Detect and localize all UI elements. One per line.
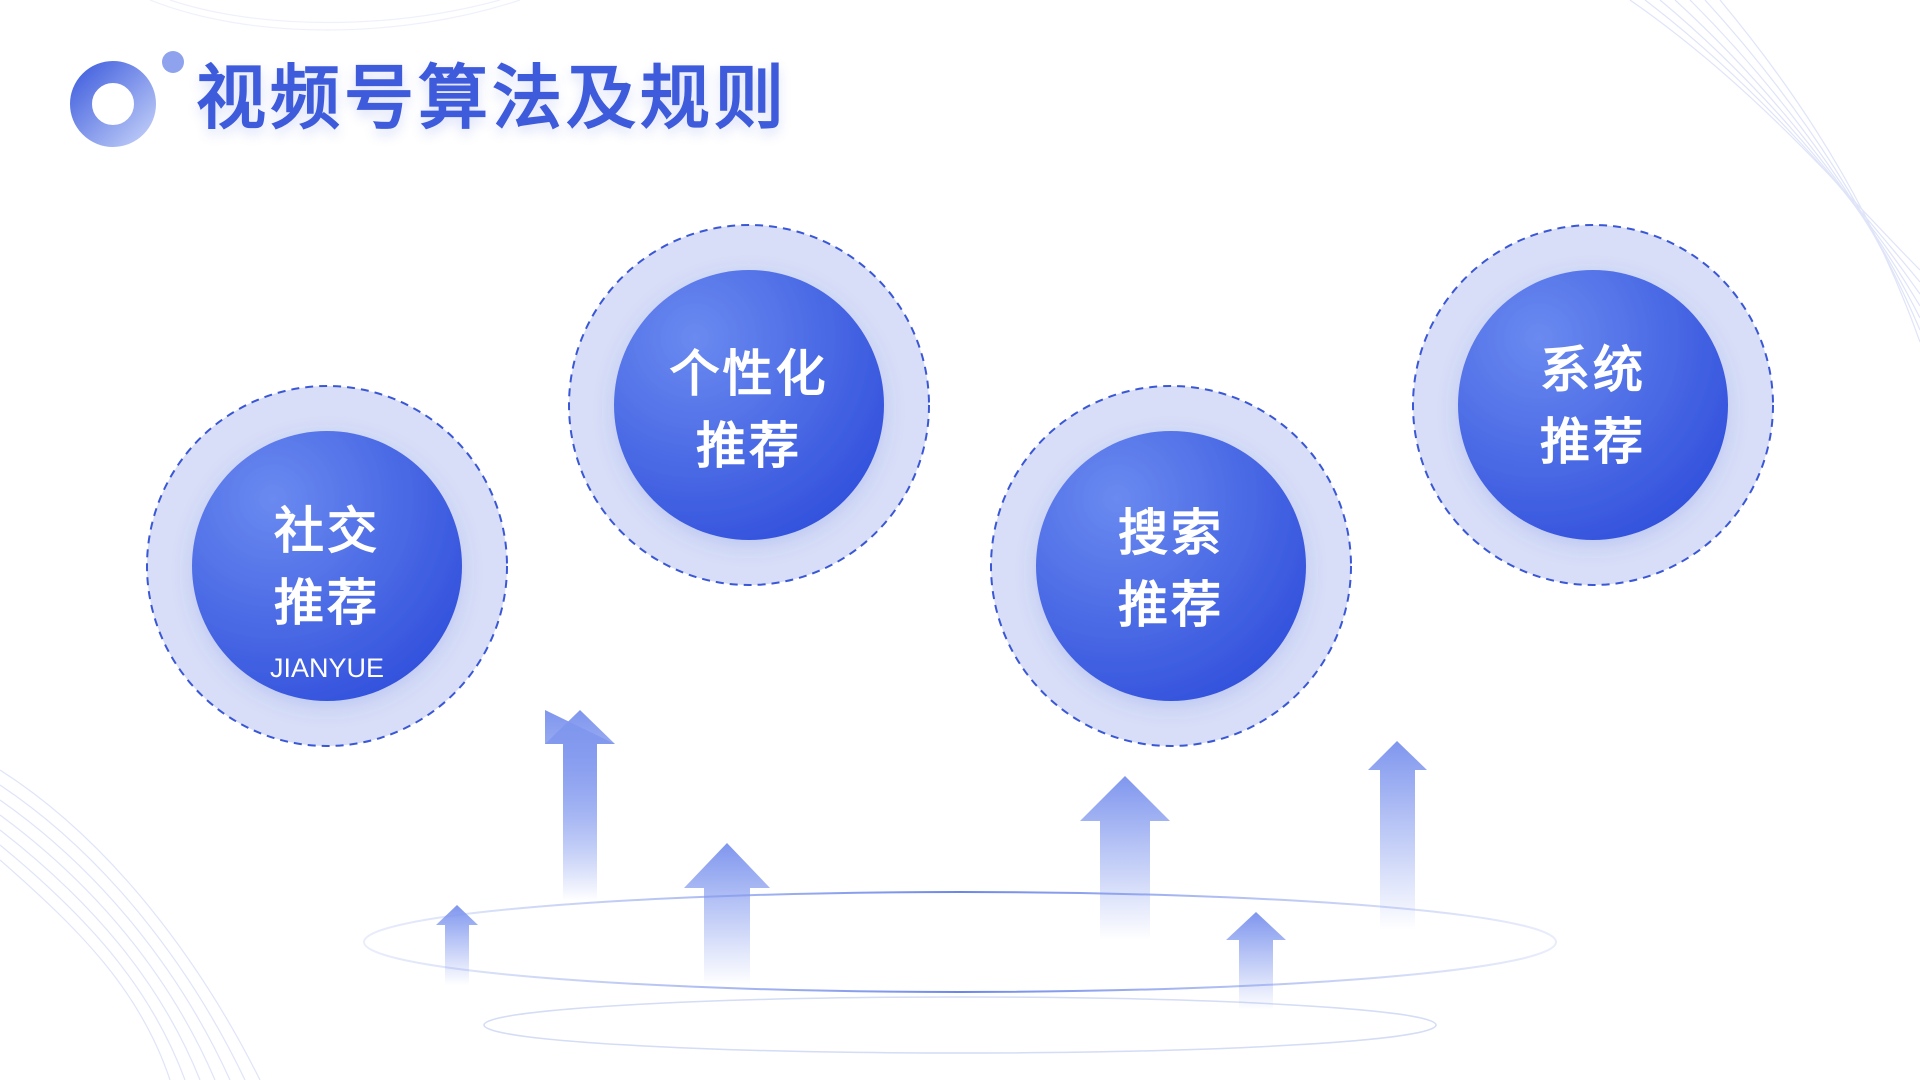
node-search-label: 搜索 推荐 <box>1071 497 1271 641</box>
node-personalized-line1: 个性化 <box>669 345 829 403</box>
node-system-label: 系统 推荐 <box>1493 334 1693 478</box>
node-search-line2: 推荐 <box>1118 576 1224 634</box>
node-system-line2: 推荐 <box>1540 413 1646 471</box>
logo-ring-icon <box>70 51 184 147</box>
arrow-up-icon <box>1080 776 1170 940</box>
node-system <box>1412 224 1774 586</box>
arrow-up-icon <box>1226 912 1286 1010</box>
ground-ellipse-inner <box>483 996 1437 1054</box>
node-personalized-line2: 推荐 <box>696 417 802 475</box>
arrow-up-icon <box>545 710 615 900</box>
node-system-line1: 系统 <box>1540 341 1646 399</box>
decor-lines-top-right <box>1629 0 1920 343</box>
node-personalized-label: 个性化 推荐 <box>629 338 869 482</box>
node-social-sub: JIANYUE <box>269 653 385 683</box>
arrow-up-icon <box>436 905 478 985</box>
node-social <box>146 385 508 747</box>
arrow-up-icon <box>684 843 770 985</box>
ground-ellipse-outer <box>363 891 1557 993</box>
node-search <box>990 385 1352 747</box>
node-personalized <box>568 224 930 586</box>
node-social-line1: 社交 <box>274 502 380 560</box>
arrow-up-icon <box>1368 741 1427 930</box>
decor-arc-top <box>149 0 521 31</box>
node-search-line1: 搜索 <box>1118 504 1224 562</box>
page-title: 视频号算法及规则 <box>196 57 788 139</box>
decor-lines-bottom-left <box>0 769 261 1080</box>
node-social-line2: 推荐 <box>274 574 380 632</box>
node-social-label: 社交 推荐 <box>227 495 427 639</box>
